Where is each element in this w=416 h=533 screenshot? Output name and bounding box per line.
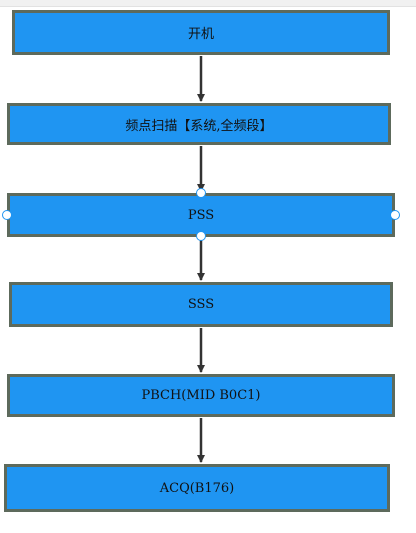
selection-handle-left[interactable] [2,210,12,220]
node-acq[interactable]: ACQ(B176) [4,464,390,512]
selection-handle-bottom[interactable] [196,231,206,241]
node-sss-label: SSS [187,297,215,312]
node-pss-label: PSS [187,207,215,223]
selection-handle-top[interactable] [196,188,206,198]
node-power-on-label: 开机 [187,27,214,42]
node-pbch-label: PBCH(MID B0C1) [141,388,261,403]
node-frequency-scan[interactable]: 频点扫描【系统,全频段】 [7,103,391,145]
selection-handle-right[interactable] [390,210,400,220]
node-pbch[interactable]: PBCH(MID B0C1) [7,374,395,417]
top-toolbar-strip [0,0,416,7]
node-acq-label: ACQ(B176) [159,480,235,496]
node-power-on[interactable]: 开机 [12,10,390,55]
node-sss[interactable]: SSS [9,282,393,327]
node-frequency-scan-label: 频点扫描【系统,全频段】 [125,118,273,134]
